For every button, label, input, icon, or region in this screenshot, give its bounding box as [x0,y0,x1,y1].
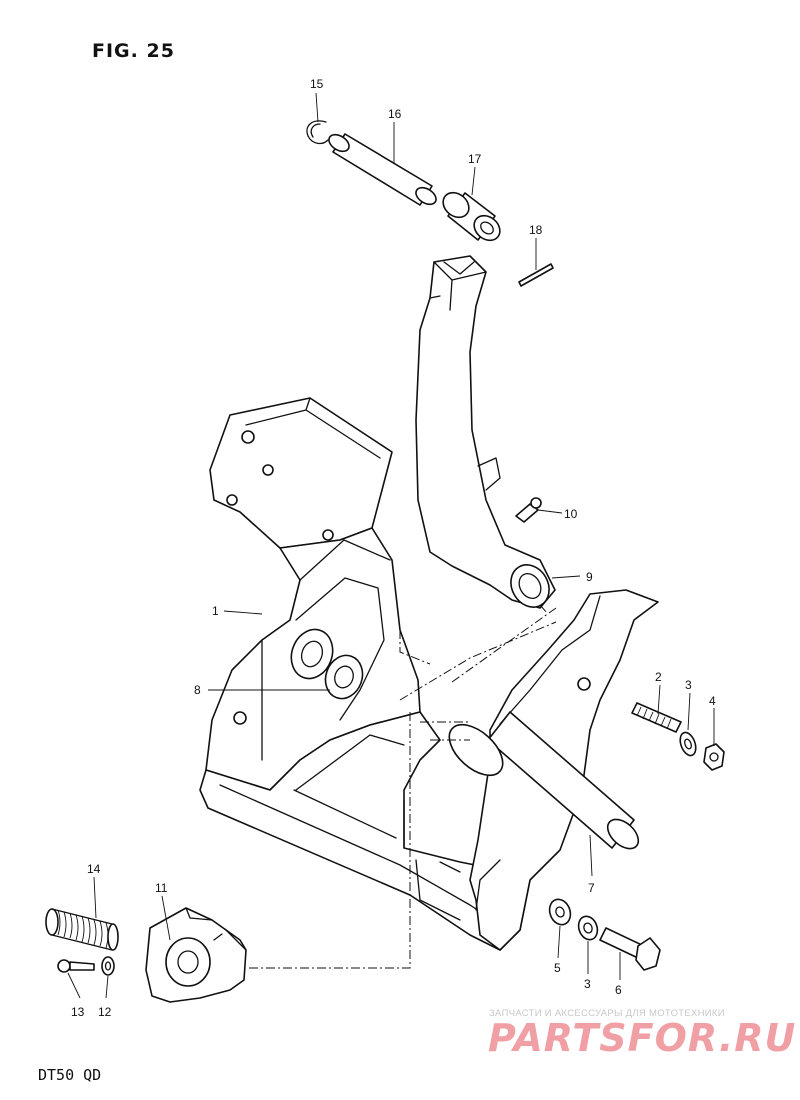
part-3-washer-lower [577,915,599,941]
part-10-grease-nipple [515,497,542,523]
callout-16: 16 [388,107,402,121]
part-18-cotter-pin [518,263,554,287]
callout-labels: 15 16 17 18 10 9 1 8 2 3 4 7 5 3 6 14 11… [71,77,716,1019]
model-code: DT50 QD [38,1066,102,1084]
part-5-washer [548,898,572,926]
callout-4: 4 [709,694,716,708]
callout-9: 9 [586,570,593,584]
part-15-circlip [306,120,329,145]
callout-3-lower: 3 [584,977,591,991]
callout-1: 1 [212,604,219,618]
part-12-washer [101,956,115,976]
figure-title: FIG. 25 [92,40,175,62]
callout-13: 13 [71,1005,85,1019]
part-17-bushing [442,191,501,242]
callout-17: 17 [468,152,482,166]
part-3-washer-upper [679,731,697,757]
callout-7: 7 [588,881,595,895]
part-7-clamp-shaft [448,589,659,951]
callout-6: 6 [615,983,622,997]
callout-10: 10 [564,507,578,521]
callout-12: 12 [98,1005,112,1019]
part-2-stud-bolt [631,702,682,733]
part-1-swivel-bracket [199,397,531,951]
callout-14: 14 [87,862,101,876]
watermark-subtext: ЗАПЧАСТИ И АКСЕССУАРЫ ДЛЯ МОТОТЕХНИКИ [489,1008,725,1019]
part-9-tilt-lever [415,255,556,609]
part-13-screw [57,959,95,973]
part-14-spring [45,908,119,951]
callout-11: 11 [155,881,168,895]
part-4-nut [703,743,725,771]
callout-8: 8 [194,683,201,697]
assembly-lines [246,604,557,969]
leader-lines [67,92,715,999]
watermark-logo: PARTSFOR.RU [488,1016,797,1060]
part-6-bolt [599,927,661,971]
callout-15: 15 [310,77,324,91]
callout-2: 2 [655,670,662,684]
callout-18: 18 [529,223,543,237]
part-16-pin [328,133,437,206]
callout-3-upper: 3 [685,678,692,692]
callout-5: 5 [554,961,561,975]
part-11-cam [145,907,247,1003]
